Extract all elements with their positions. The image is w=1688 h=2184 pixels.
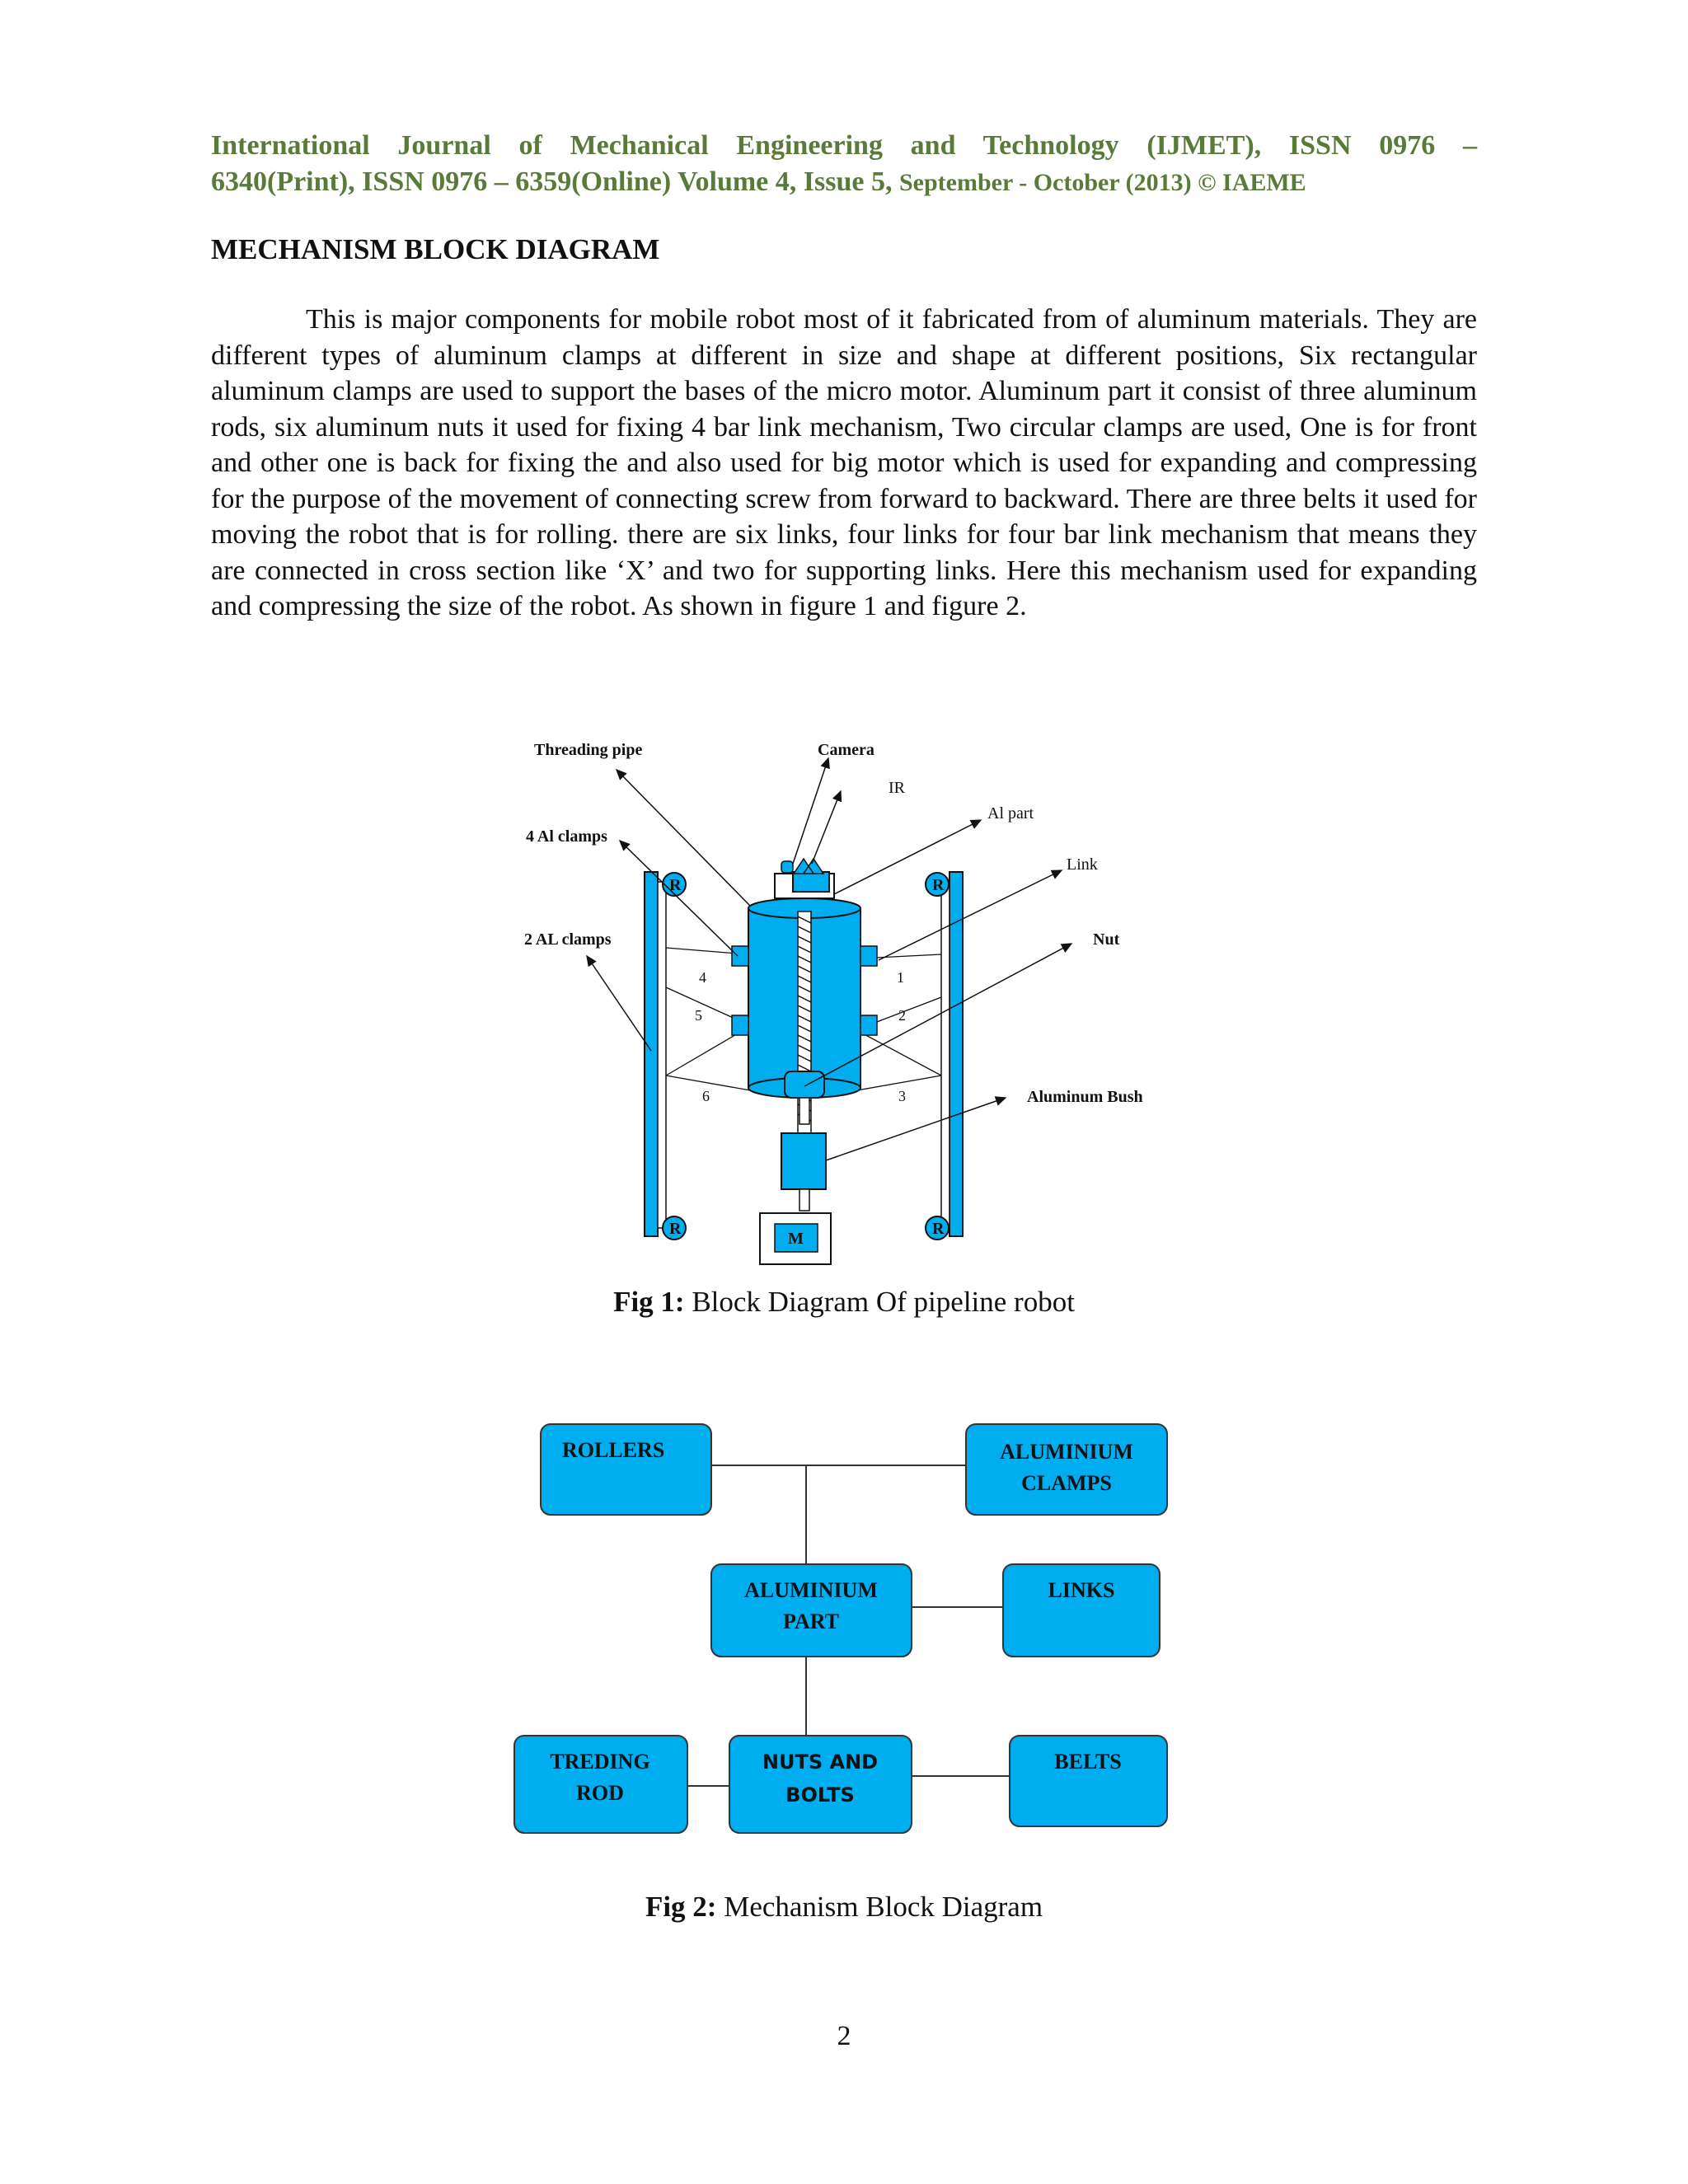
label-ir: IR <box>889 779 906 797</box>
block-treding-rod: TREDING ROD <box>513 1735 688 1834</box>
svg-text:ROD: ROD <box>576 1781 624 1805</box>
svg-text:R: R <box>932 1220 945 1238</box>
left-belt <box>657 881 667 1229</box>
figure-1-caption: Fig 1: Block Diagram Of pipeline robot <box>613 1286 1075 1318</box>
right-belt <box>940 881 950 1229</box>
svg-text:PART: PART <box>783 1610 839 1633</box>
link-number-4: 4 <box>699 969 706 986</box>
svg-text:NUTS AND: NUTS AND <box>762 1750 878 1774</box>
page-number: 2 <box>837 2021 851 2051</box>
journal-header-line-1: International Journal of Mechanical Engi… <box>211 130 1477 161</box>
nut <box>784 1071 825 1099</box>
label-link: Link <box>1067 855 1098 874</box>
link-number-2: 2 <box>898 1007 906 1024</box>
label-threading-pipe: Threading pipe <box>534 741 642 759</box>
link-number-3: 3 <box>898 1088 906 1104</box>
svg-text:M: M <box>788 1230 804 1248</box>
svg-text:CLAMPS: CLAMPS <box>1021 1471 1112 1495</box>
section-title: MECHANISM BLOCK DIAGRAM <box>211 233 660 265</box>
link-number-5: 5 <box>695 1007 702 1024</box>
svg-text:BOLTS: BOLTS <box>785 1783 855 1807</box>
label-4-al-clamps: 4 Al clamps <box>526 827 607 846</box>
block-links: LINKS <box>1002 1563 1160 1657</box>
block-nuts-and-bolts: NUTS AND BOLTS <box>729 1735 912 1834</box>
link-number-1: 1 <box>897 969 904 986</box>
roller-top-left: R <box>662 872 687 897</box>
rod-lower <box>799 1097 810 1125</box>
right-rail <box>949 871 964 1237</box>
figure-2-caption: Fig 2: Mechanism Block Diagram <box>645 1891 1043 1923</box>
ir-sensor-icon <box>792 857 825 874</box>
label-aluminum-bush: Aluminum Bush <box>1027 1088 1143 1106</box>
paragraph-text: This is major components for mobile robo… <box>211 304 1477 621</box>
connector-lines <box>687 1465 1010 1787</box>
block-aluminium-part: ALUMINIUM PART <box>710 1563 912 1657</box>
svg-text:R: R <box>669 876 682 894</box>
figure-2-mechanism-block-diagram: ROLLERS ALUMINIUM CLAMPS ALUMINIUM PART … <box>513 1423 1168 1834</box>
svg-text:R: R <box>669 1220 682 1238</box>
roller-top-right: R <box>925 872 950 897</box>
label-camera: Camera <box>818 741 874 759</box>
clamp-1 <box>860 945 878 967</box>
block-belts: BELTS <box>1009 1735 1168 1827</box>
label-al-part: Al part <box>987 804 1034 823</box>
svg-text:TREDING: TREDING <box>550 1750 649 1774</box>
label-nut: Nut <box>1093 930 1120 949</box>
svg-text:LINKS: LINKS <box>1048 1578 1115 1602</box>
roller-bottom-left: R <box>662 1216 687 1240</box>
roller-bottom-right: R <box>925 1216 950 1240</box>
block-aluminium-clamps: ALUMINIUM CLAMPS <box>965 1423 1168 1516</box>
rod-to-motor <box>799 1188 810 1212</box>
svg-text:ROLLERS: ROLLERS <box>562 1438 664 1462</box>
body-paragraph: This is major components for mobile robo… <box>211 302 1477 625</box>
clamp-4 <box>731 945 749 967</box>
figure-1-pipeline-robot-diagram: R R R R 4 5 <box>524 741 1143 1265</box>
label-2-al-clamps: 2 AL clamps <box>524 930 612 949</box>
left-rail <box>644 871 659 1237</box>
journal-header: International Journal of Mechanical Engi… <box>211 128 1477 201</box>
block-rollers: ROLLERS <box>540 1423 712 1516</box>
svg-text:ALUMINIUM: ALUMINIUM <box>1000 1440 1133 1464</box>
motor: M <box>774 1223 818 1253</box>
aluminum-bush <box>781 1132 827 1190</box>
svg-text:BELTS: BELTS <box>1054 1750 1121 1774</box>
svg-text:ALUMINIUM: ALUMINIUM <box>744 1578 878 1602</box>
camera-block <box>792 871 830 893</box>
clamp-5 <box>731 1015 749 1036</box>
link-number-6: 6 <box>702 1088 710 1104</box>
clamp-2 <box>860 1015 878 1036</box>
journal-header-line-2: 6340(Print), ISSN 0976 – 6359(Online) Vo… <box>211 166 1306 197</box>
svg-text:R: R <box>932 876 945 894</box>
